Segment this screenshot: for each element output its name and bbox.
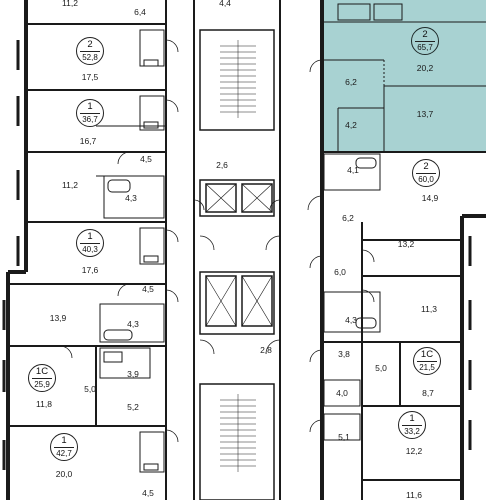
room-area-label: 4,5 bbox=[142, 488, 154, 498]
apartment-area: 21,5 bbox=[417, 361, 437, 372]
core-doors bbox=[193, 199, 281, 355]
apartment-area: 33,2 bbox=[402, 425, 422, 436]
room-area-label: 6,4 bbox=[134, 7, 146, 17]
room-area-label: 4,1 bbox=[347, 165, 359, 175]
room-area-label: 6,0 bbox=[334, 267, 346, 277]
room-area-label: 11,6 bbox=[406, 490, 422, 500]
room-area-label: 14,9 bbox=[421, 193, 439, 203]
window-marks bbox=[2, 40, 472, 470]
stair-treads bbox=[220, 40, 256, 472]
apartment-badge: 1 33,2 bbox=[398, 411, 426, 439]
apartment-rooms: 1С bbox=[420, 349, 434, 360]
room-area-label: 11,8 bbox=[36, 399, 52, 409]
apartment-area: 40,3 bbox=[80, 243, 100, 254]
room-area-label: 4,3 bbox=[127, 319, 139, 329]
room-area-label: 2,6 bbox=[216, 160, 228, 170]
room-area-label: 4,3 bbox=[345, 315, 357, 325]
right-block-doors bbox=[307, 59, 375, 433]
apartment-badge: 1 40,3 bbox=[76, 229, 104, 257]
room-area-label: 13,7 bbox=[416, 109, 434, 119]
apartment-area: 65,7 bbox=[415, 41, 435, 52]
apartment-rooms: 2 bbox=[422, 29, 428, 40]
apartment-area: 25,9 bbox=[32, 378, 52, 389]
apartment-area: 36,7 bbox=[80, 113, 100, 124]
room-area-label: 4,5 bbox=[140, 154, 152, 164]
right-block-walls bbox=[322, 151, 486, 500]
apartment-badge: 1С 21,5 bbox=[413, 347, 441, 375]
room-area-label: 16,7 bbox=[79, 136, 97, 146]
room-area-label: 20,0 bbox=[55, 469, 73, 479]
apartment-area: 60,0 bbox=[416, 173, 436, 184]
room-area-label: 6,2 bbox=[342, 213, 354, 223]
room-area-label: 11,3 bbox=[421, 304, 437, 314]
room-area-label: 5,1 bbox=[338, 432, 350, 442]
elevator-crosses bbox=[205, 183, 273, 327]
room-area-label: 4,2 bbox=[345, 120, 357, 130]
room-area-label: 17,6 bbox=[81, 265, 99, 275]
apartment-rooms: 1 bbox=[87, 101, 93, 112]
room-area-label: 11,2 bbox=[62, 180, 78, 190]
apartment-badge: 1С 25,9 bbox=[28, 364, 56, 392]
apartment-badge: 1 36,7 bbox=[76, 99, 104, 127]
room-area-label: 5,0 bbox=[375, 363, 387, 373]
room-area-label: 12,2 bbox=[405, 446, 423, 456]
apartment-rooms: 2 bbox=[423, 161, 429, 172]
apartment-rooms: 2 bbox=[87, 39, 93, 50]
apartment-rooms: 1 bbox=[87, 231, 93, 242]
apartment-rooms: 1 bbox=[409, 413, 415, 424]
room-area-label: 3,9 bbox=[127, 369, 139, 379]
central-core bbox=[199, 29, 275, 500]
left-block-walls bbox=[8, 0, 281, 500]
right-block-bathrooms bbox=[323, 153, 381, 441]
apartment-area: 52,8 bbox=[80, 51, 100, 62]
left-block-bathrooms bbox=[96, 29, 166, 473]
apartment-badge-selected[interactable]: 2 65,7 bbox=[411, 27, 439, 55]
outer-walls bbox=[6, 0, 486, 500]
room-area-label: 2,8 bbox=[260, 345, 272, 355]
room-area-label: 3,8 bbox=[338, 349, 350, 359]
room-area-label: 4,3 bbox=[125, 193, 137, 203]
room-area-label: 6,2 bbox=[345, 77, 357, 87]
apartment-badge: 2 52,8 bbox=[76, 37, 104, 65]
apartment-rooms: 1 bbox=[61, 435, 67, 446]
room-area-label: 4,0 bbox=[336, 388, 348, 398]
apartment-rooms: 1С bbox=[35, 366, 49, 377]
apartment-badge: 2 60,0 bbox=[412, 159, 440, 187]
room-area-label: 4,5 bbox=[142, 284, 154, 294]
room-area-label: 13,2 bbox=[397, 239, 415, 249]
room-area-label: 11,2 bbox=[62, 0, 78, 8]
room-area-label: 5,0 bbox=[84, 384, 96, 394]
room-area-label: 8,7 bbox=[422, 388, 434, 398]
apartment-area: 42,7 bbox=[54, 447, 74, 458]
room-area-label: 20,2 bbox=[416, 63, 434, 73]
highlighted-apartment-fill bbox=[320, 0, 486, 152]
room-area-label: 5,2 bbox=[127, 402, 139, 412]
room-area-label: 4,4 bbox=[219, 0, 231, 8]
left-block-doors bbox=[59, 39, 179, 443]
room-area-label: 13,9 bbox=[49, 313, 67, 323]
apartment-badge: 1 42,7 bbox=[50, 433, 78, 461]
room-area-label: 17,5 bbox=[81, 72, 99, 82]
